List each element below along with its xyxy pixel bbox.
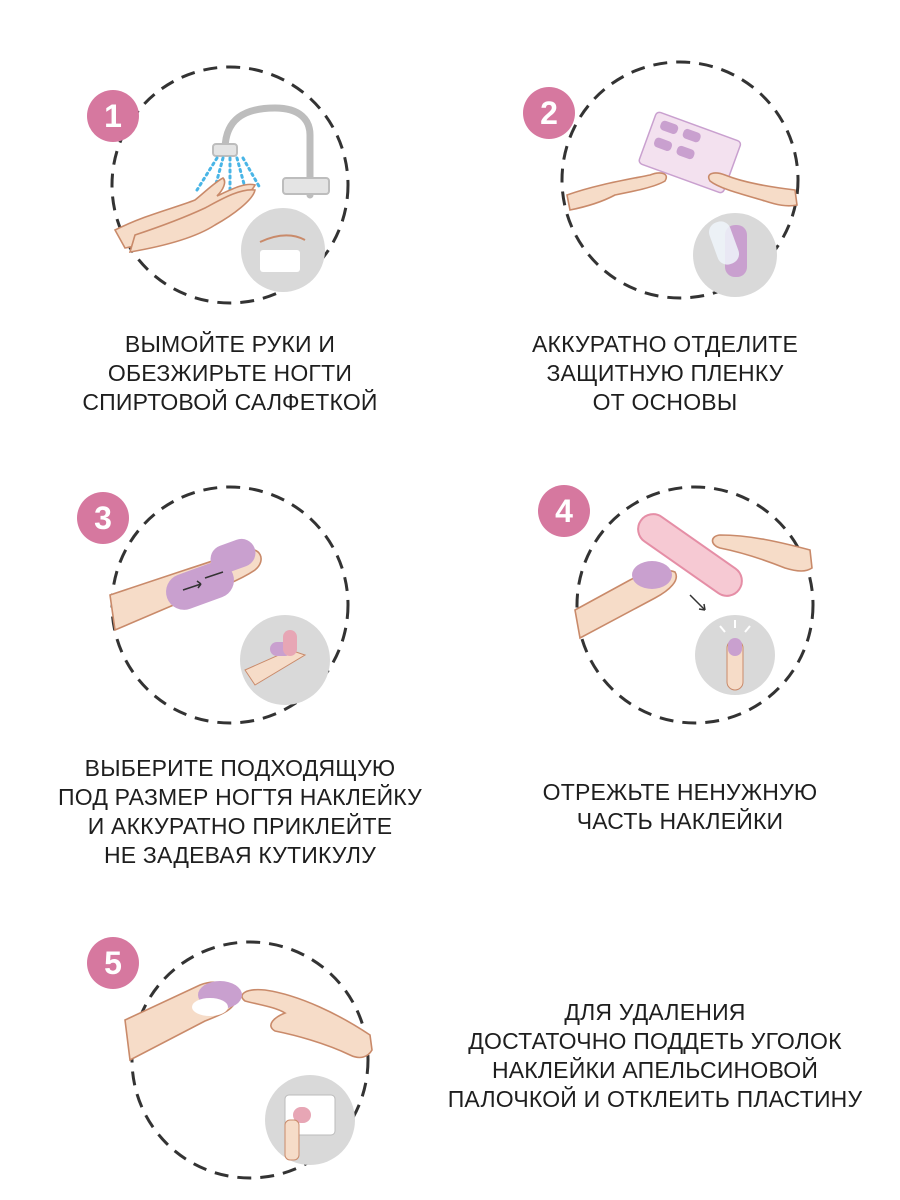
step-5-caption: ДЛЯ УДАЛЕНИЯ ДОСТАТОЧНО ПОДДЕТЬ УГОЛОК Н…	[447, 999, 863, 1112]
trim-inset-icon	[695, 615, 775, 695]
step-3-illustration: 3	[77, 480, 355, 730]
step-3-caption: ВЫБЕРИТЕ ПОДХОДЯЩУЮ ПОД РАЗМЕР НОГТЯ НАК…	[58, 755, 422, 868]
step-number-badge: 3	[77, 492, 129, 544]
step-4-illustration: 4	[538, 480, 820, 730]
nail-file-icon	[637, 513, 743, 597]
step-2-caption: АККУРАТНО ОТДЕЛИТЕ ЗАЩИТНУЮ ПЛЕНКУ ОТ ОС…	[532, 331, 798, 415]
step-2-illustration: 2	[523, 55, 805, 305]
step-4-caption: ОТРЕЖЬТЕ НЕНУЖНУЮ ЧАСТЬ НАКЛЕЙКИ	[542, 779, 818, 834]
remove-inset-icon	[265, 1075, 355, 1165]
step-1-caption: ВЫМОЙТЕ РУКИ И ОБЕЗЖИРЬТЕ НОГТИ СПИРТОВО…	[82, 331, 378, 415]
step-number-badge: 2	[523, 87, 575, 139]
peel-inset-icon	[693, 213, 777, 297]
nail-sticker-icon	[166, 538, 256, 610]
hands-icon	[113, 177, 257, 254]
step-number-badge: 1	[87, 90, 139, 142]
hands-icon	[566, 172, 798, 211]
step-1-illustration: 1	[87, 60, 355, 310]
step-number-badge: 5	[87, 937, 139, 989]
step-5-illustration: 5	[87, 935, 375, 1185]
step-number-badge: 4	[538, 485, 590, 537]
faucet-icon	[212, 104, 330, 199]
apply-inset-icon	[240, 615, 330, 705]
wipe-inset-icon	[241, 208, 325, 292]
finger-icon	[124, 981, 373, 1062]
